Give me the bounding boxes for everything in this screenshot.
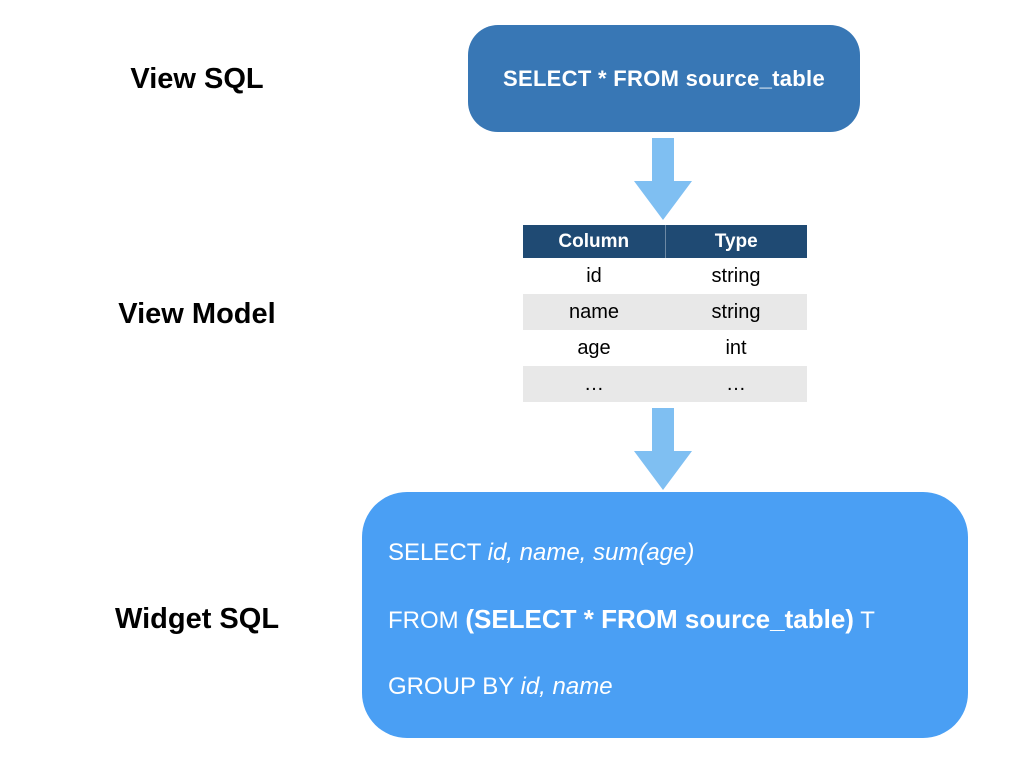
down-arrow-icon xyxy=(634,138,692,220)
view-sql-text: SELECT * FROM source_table xyxy=(503,65,825,91)
table-row: name string xyxy=(523,294,807,330)
view-sql-box: SELECT * FROM source_table xyxy=(468,25,860,132)
sql-select-fields: id, name, sum(age) xyxy=(487,539,695,566)
widget-sql-from-line: FROM (SELECT * FROM source_table) T xyxy=(388,604,875,636)
table-header-type: Type xyxy=(665,225,807,258)
down-arrow-icon xyxy=(634,408,692,490)
widget-sql-groupby-line: GROUP BY id, name xyxy=(388,672,613,702)
table-row: … … xyxy=(523,366,807,402)
table-cell: int xyxy=(725,336,747,359)
label-view-sql: View SQL xyxy=(130,63,264,95)
sql-keyword-group-by: GROUP BY xyxy=(388,673,521,700)
view-model-table: Column Type id string name string age in… xyxy=(523,225,807,402)
widget-sql-box: SELECT id, name, sum(age) FROM (SELECT *… xyxy=(362,492,968,738)
table-cell: id xyxy=(586,264,602,287)
table-cell: name xyxy=(523,294,665,330)
table-cell: string xyxy=(711,264,761,287)
table-header-row: Column Type xyxy=(523,225,807,258)
label-widget-sql: Widget SQL xyxy=(114,603,280,635)
sql-groupby-fields: id, name xyxy=(520,673,613,700)
sql-table-alias: T xyxy=(853,607,875,634)
label-view-model: View Model xyxy=(118,298,276,330)
view-model-table-head: Column Type xyxy=(523,225,807,258)
view-model-table-body: id string name string age int … … xyxy=(523,258,807,402)
table-row: id string xyxy=(523,258,807,294)
table-cell: … xyxy=(523,366,665,402)
table-row: age int xyxy=(523,330,807,366)
table-cell: age xyxy=(577,336,611,359)
sql-keyword-from: FROM xyxy=(388,607,466,634)
table-header-column: Column xyxy=(523,225,666,258)
table-cell: string xyxy=(665,294,807,330)
sql-keyword-select: SELECT xyxy=(388,539,488,566)
widget-sql-select-line: SELECT id, name, sum(age) xyxy=(388,538,694,568)
table-cell: … xyxy=(665,366,807,402)
sql-subquery: (SELECT * FROM source_table) xyxy=(465,604,854,634)
